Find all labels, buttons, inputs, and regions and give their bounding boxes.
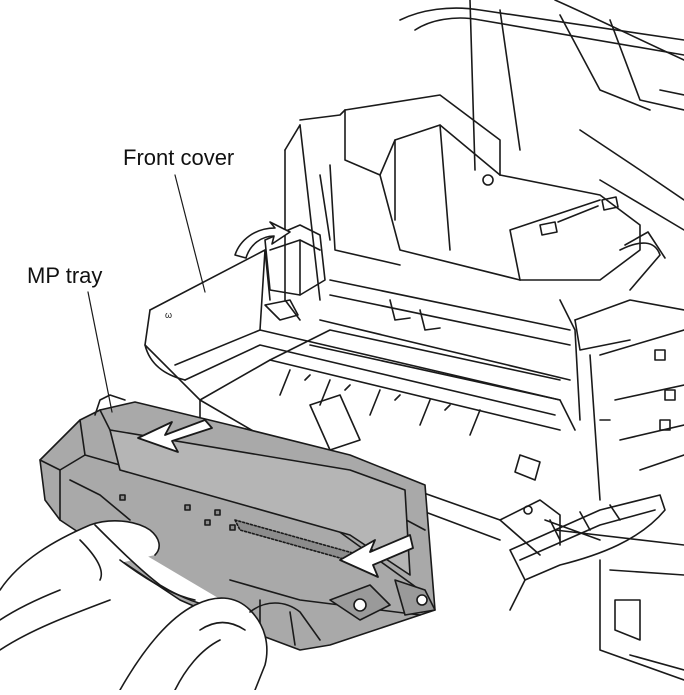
pull-arrow-left [137,419,213,453]
front-cover: ω [144,224,326,436]
pull-arrow-right [339,534,414,578]
printer-body [284,0,684,681]
left-hand [0,520,231,651]
rotate-arrow [234,221,291,259]
mp-tray-label: MP tray [27,263,103,288]
mp-tray-leader [87,291,113,413]
front-cover-label: Front cover [123,145,235,170]
side-panel [574,299,684,501]
mp-tray [39,394,436,651]
toner-cartridge [319,94,641,281]
svg-text:ω: ω [165,310,172,320]
front-cover-leader [174,174,206,293]
leader-lines [87,174,206,413]
front-lip [509,494,666,611]
right-hand [119,597,321,691]
